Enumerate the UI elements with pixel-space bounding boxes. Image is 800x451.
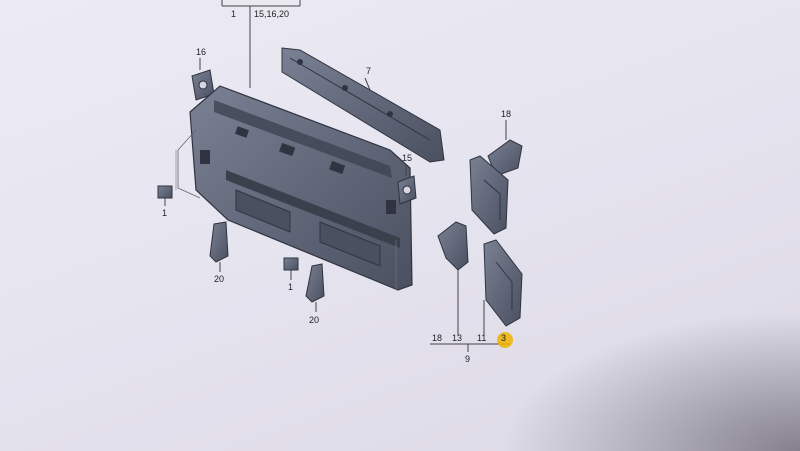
- part-3-bracket: [483, 239, 523, 327]
- label-part-7: 7: [366, 66, 371, 76]
- highlight-marker: [497, 332, 513, 348]
- label-bottom-13: 13: [452, 333, 462, 343]
- label-bracket-20-middle: 20: [309, 315, 319, 325]
- label-top-group: 15,16,20: [254, 9, 289, 19]
- label-bracket-20-left: 20: [214, 274, 224, 284]
- part-15-bracket: 15: [397, 153, 417, 205]
- label-clip-1-middle: 1: [288, 282, 293, 292]
- part-7-upper-strip: 7: [281, 47, 445, 163]
- bracket-20-left: 20: [209, 221, 229, 284]
- main-rear-panel: [177, 85, 413, 291]
- bottom-callout: 18 13 11 3 9: [430, 270, 513, 364]
- label-bottom-11: 11: [477, 333, 486, 343]
- clip-1-middle: 1: [283, 257, 299, 292]
- part-16-bracket: 16: [191, 47, 215, 101]
- label-bottom-3: 3: [501, 333, 506, 343]
- bracket-20-middle: 20: [305, 263, 325, 325]
- label-part-15: 15: [402, 153, 412, 163]
- label-bottom-18: 18: [432, 333, 442, 343]
- label-top-1: 1: [231, 9, 236, 19]
- part-11-side-bracket: [469, 155, 509, 235]
- part-18-upper: 18: [487, 109, 523, 177]
- label-clip-1-left: 1: [162, 208, 167, 218]
- label-part-18-top: 18: [501, 109, 511, 119]
- clip-1-left: 1: [157, 185, 173, 218]
- reference-lines: [175, 150, 397, 290]
- part-13-bracket: [437, 221, 469, 271]
- label-bottom-9: 9: [465, 354, 470, 364]
- top-callout: 1 15,16,20: [221, 0, 301, 88]
- label-part-16: 16: [196, 47, 206, 57]
